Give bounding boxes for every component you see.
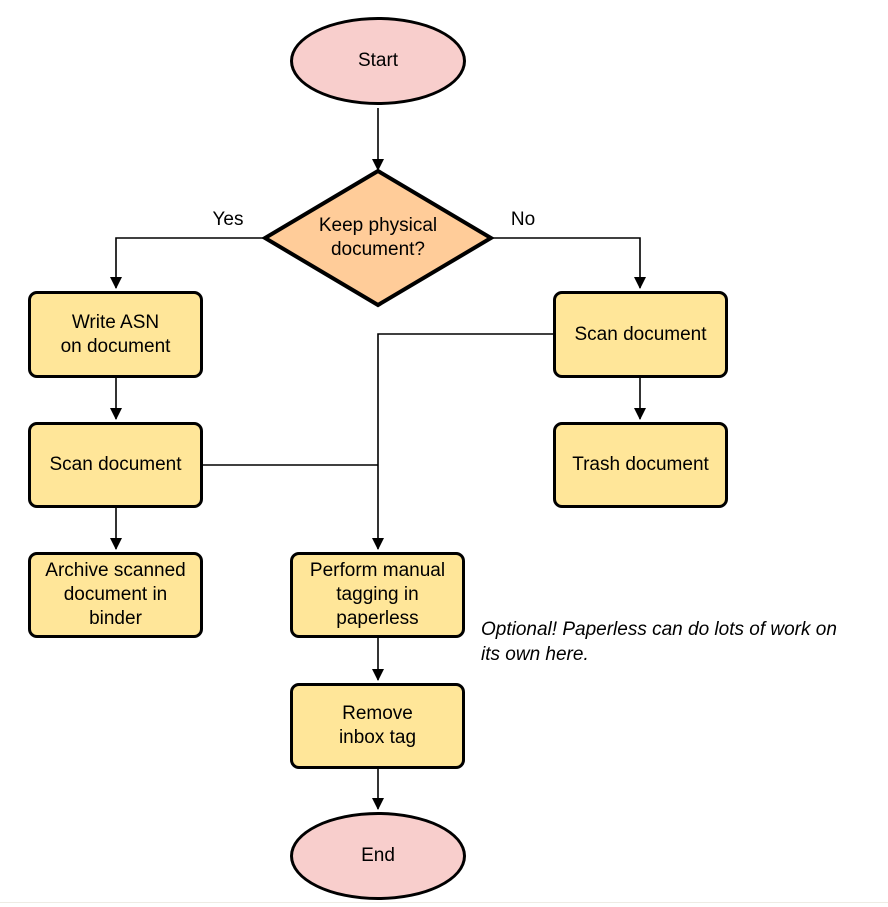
edge-scan-discard-to-tagging: [372, 333, 553, 550]
node-trash-label: Trash document: [572, 454, 709, 475]
node-trash-document: Trash document: [553, 422, 728, 508]
edge-label-no: No: [503, 209, 543, 231]
node-start: Start: [290, 17, 466, 105]
node-remove-inbox-label: Remove inbox tag: [338, 703, 417, 748]
node-decision-keep-physical: Keep physical document?: [262, 168, 494, 308]
edge-label-yes: Yes: [206, 209, 250, 231]
node-tagging-label: Perform manual tagging in paperless: [309, 560, 446, 629]
bottom-edge-divider: [0, 902, 888, 903]
node-scan-keep-label: Scan document: [49, 454, 182, 475]
node-scan-document-keep: Scan document: [28, 422, 203, 508]
node-manual-tagging: Perform manual tagging in paperless: [290, 552, 465, 638]
node-write-asn: Write ASN on document: [28, 291, 203, 378]
node-end: End: [290, 812, 466, 900]
node-write-asn-label: Write ASN on document: [60, 311, 171, 357]
node-start-label: Start: [357, 50, 399, 71]
note-optional: Optional! Paperless can do lots of work …: [481, 619, 837, 665]
node-archive-in-binder: Archive scanned document in binder: [28, 552, 203, 638]
node-scan-document-discard: Scan document: [553, 291, 728, 378]
node-end-label: End: [361, 845, 395, 866]
node-archive-label: Archive scanned document in binder: [45, 560, 186, 629]
edge-decision-yes-to-write-asn: [110, 237, 266, 289]
decision-diamond-shape: [262, 168, 494, 308]
node-remove-inbox-tag: Remove inbox tag: [290, 683, 465, 769]
edge-decision-no-to-scan: [490, 237, 646, 289]
node-scan-discard-label: Scan document: [574, 323, 707, 345]
node-decision-label: Keep physical document?: [318, 215, 438, 260]
